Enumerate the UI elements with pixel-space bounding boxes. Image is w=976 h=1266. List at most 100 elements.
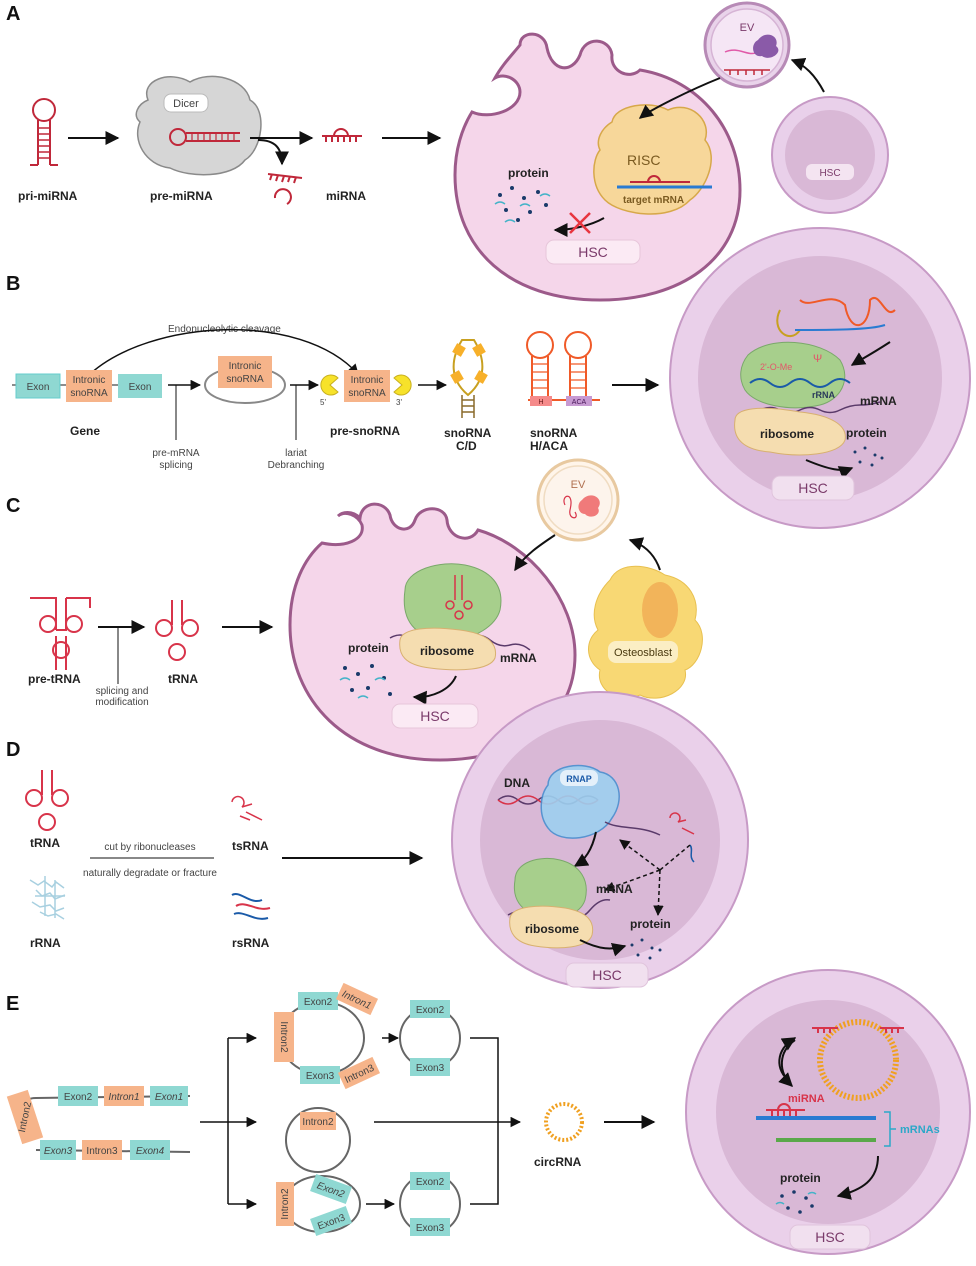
pseudouridine-label: Ψ bbox=[813, 353, 822, 365]
rnap-enzyme bbox=[540, 764, 620, 839]
trna-label-d: tRNA bbox=[30, 836, 60, 850]
ribosome-large-subunit-d bbox=[509, 905, 594, 949]
hsc-label-b: HSC bbox=[798, 480, 828, 496]
mature-mirna-icon bbox=[322, 128, 362, 142]
trna-label-c: tRNA bbox=[168, 672, 198, 686]
protein-dots-b bbox=[853, 446, 884, 467]
rsrna-fragments-icon bbox=[231, 892, 271, 920]
exon-box-left bbox=[15, 373, 61, 399]
hsc-label-e: HSC bbox=[815, 1229, 845, 1245]
snorna-label-2: snoRNA bbox=[226, 374, 264, 385]
panel-b-letter: B bbox=[6, 273, 20, 295]
protein-label-b: protein bbox=[846, 426, 887, 440]
panel-a-letter: A bbox=[6, 3, 20, 25]
exon3-label-top: Exon3 bbox=[306, 1071, 335, 1082]
panel-e: E Intron2 Exon2 Intron1 Exon1 Exon3 Intr… bbox=[6, 969, 971, 1255]
intron2-box-mid bbox=[300, 1112, 336, 1130]
hsc-label-c: HSC bbox=[420, 708, 450, 724]
mrna-label-b: mRNA bbox=[860, 394, 897, 408]
three-prime-label: 3' bbox=[396, 398, 402, 407]
intronic-box-lariat bbox=[218, 356, 272, 388]
exon2-label-circ-bottom: Exon2 bbox=[416, 1177, 445, 1188]
ribosome-label-b: ribosome bbox=[760, 427, 814, 441]
exon1-label-linear: Exon1 bbox=[155, 1092, 183, 1103]
exon2-box-bottom bbox=[310, 1174, 352, 1204]
debranching-label: Debranching bbox=[268, 460, 325, 471]
circrna-sponge bbox=[817, 1019, 899, 1101]
target-mrna-label: target mRNA bbox=[623, 195, 684, 206]
exon2-box-top bbox=[298, 992, 338, 1010]
rrna-structure-d bbox=[29, 876, 66, 920]
risc-label: RISC bbox=[627, 152, 660, 168]
exon3-box-circ-top bbox=[410, 1058, 450, 1076]
intron2-label-bottom: Intron2 bbox=[280, 1188, 291, 1220]
panel-c-letter: C bbox=[6, 495, 20, 517]
panel-e-letter: E bbox=[6, 993, 19, 1015]
pri-mirna-label: pri-miRNA bbox=[18, 189, 78, 203]
dicer-enzyme bbox=[135, 75, 262, 176]
tsrna-label: tsRNA bbox=[232, 839, 269, 853]
intron2-box-linear bbox=[6, 1089, 44, 1145]
snorna-label-1: snoRNA bbox=[70, 388, 108, 399]
gene-label: Gene bbox=[70, 424, 100, 438]
mirna-label-e: miRNA bbox=[788, 1093, 825, 1105]
degrade-label: naturally degradate or fracture bbox=[83, 868, 217, 879]
intronic-box-gene bbox=[66, 370, 112, 402]
ribosome-small-subunit-b bbox=[740, 341, 846, 409]
pre-mirna-hairpin-icon bbox=[169, 128, 240, 146]
exon3-box-circ-bottom bbox=[410, 1218, 450, 1236]
intron3-label-linear: Intron3 bbox=[86, 1146, 118, 1157]
exon2-label-circ-top: Exon2 bbox=[416, 1005, 445, 1016]
hsc-label-d: HSC bbox=[592, 967, 622, 983]
intron3-box-top bbox=[337, 1056, 381, 1090]
pre-trna-structure bbox=[30, 597, 91, 670]
intronic-label-1: Intronic bbox=[73, 375, 106, 386]
pre-mrna-splicing-label-2: splicing bbox=[159, 460, 192, 471]
intron2-box-bottom bbox=[276, 1182, 294, 1226]
snorna-cd-label-2: C/D bbox=[456, 439, 477, 453]
modification-label: modification bbox=[95, 697, 148, 708]
tsrna-fragments-icon bbox=[231, 795, 263, 821]
rrna-label-b: rRNA bbox=[812, 390, 836, 400]
intron2-box-top bbox=[274, 1012, 294, 1062]
mrna-label-d: mRNA bbox=[596, 882, 633, 896]
dna-label: DNA bbox=[504, 776, 530, 790]
dicer-label: Dicer bbox=[173, 98, 199, 110]
cleaved-fragments-icon bbox=[267, 173, 303, 205]
pri-mirna-hairpin-icon bbox=[30, 98, 58, 166]
protein-dots-a bbox=[494, 186, 551, 223]
mrnas-label: mRNAs bbox=[900, 1124, 940, 1136]
pre-snorna-label: pre-snoRNA bbox=[330, 424, 400, 438]
five-prime-label: 5' bbox=[320, 398, 326, 407]
exon3-label-circ-top: Exon3 bbox=[416, 1063, 445, 1074]
lariat-label: lariat bbox=[285, 448, 307, 459]
ribosome-large-subunit-c bbox=[399, 627, 497, 671]
protein-a-label: protein bbox=[508, 166, 549, 180]
protein-dots-c bbox=[339, 664, 392, 699]
methylation-label: 2'-O-Me bbox=[760, 362, 792, 372]
exon3-box-linear bbox=[40, 1140, 76, 1160]
protein-label-d: protein bbox=[630, 917, 671, 931]
trna-structure-d bbox=[25, 770, 69, 831]
splicing-label: splicing and bbox=[96, 686, 149, 697]
exon3-label-linear: Exon3 bbox=[44, 1146, 73, 1157]
ribosome-label-c: ribosome bbox=[420, 644, 474, 658]
exon4-label-linear: Exon4 bbox=[136, 1146, 165, 1157]
osteoblast-label: Osteosblast bbox=[614, 647, 672, 659]
intron1-box-top bbox=[335, 982, 379, 1016]
intron3-box-linear bbox=[82, 1140, 122, 1160]
rrna-label-d: rRNA bbox=[30, 936, 61, 950]
hsc-label-a: HSC bbox=[578, 244, 608, 260]
panel-b: B Endonucleolytic cleavage Exon Intronic… bbox=[6, 227, 971, 529]
osteoblast-cell bbox=[588, 565, 703, 699]
exon1-box-linear bbox=[150, 1086, 188, 1106]
exon2-label-linear: Exon2 bbox=[64, 1092, 93, 1103]
exon4-box-linear bbox=[130, 1140, 170, 1160]
exon-right-label: Exon bbox=[129, 382, 152, 393]
exon3-box-top bbox=[300, 1066, 340, 1084]
circrna-label: circRNA bbox=[534, 1155, 582, 1169]
three-prime-cap-icon bbox=[393, 374, 412, 396]
exon2-box-circ-top bbox=[410, 1000, 450, 1018]
panel-d-letter: D bbox=[6, 739, 20, 761]
panel-c: C pre-tRNA splicing and modification tRN… bbox=[6, 458, 703, 762]
